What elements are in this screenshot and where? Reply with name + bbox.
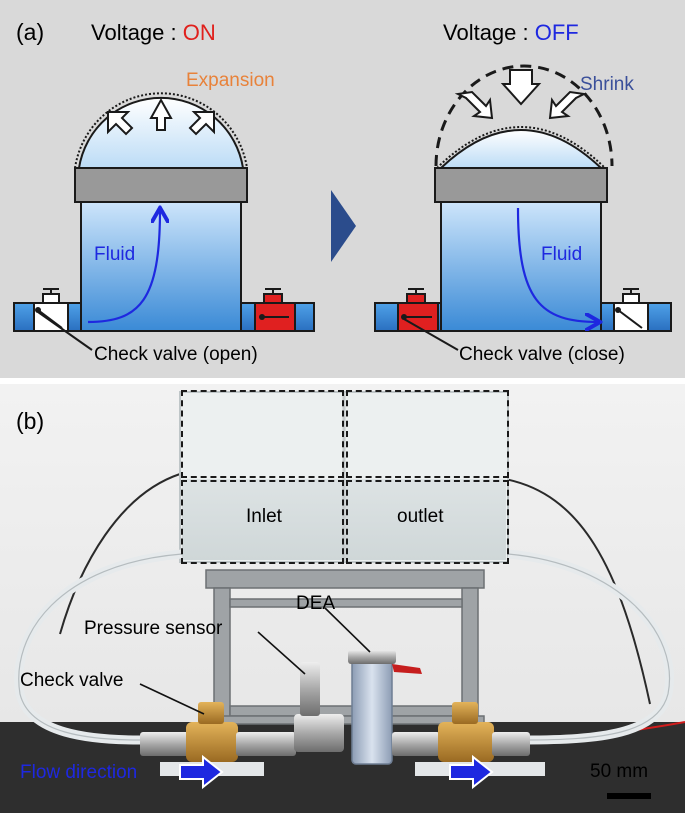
left-fluid-arrow	[87, 210, 160, 324]
flow-arrow-left	[179, 754, 224, 790]
right-closed-valve	[397, 288, 439, 332]
flow-arrow-right	[449, 754, 494, 790]
fitting-mid-right	[392, 732, 440, 756]
panel-b-label: (b)	[16, 408, 45, 434]
leader-check-valve	[139, 683, 205, 715]
scale-label: 50 mm	[590, 761, 649, 782]
inlet-label: Inlet	[246, 506, 282, 527]
left-fluid-label: Fluid	[94, 244, 136, 265]
tube-left-edge	[18, 553, 183, 741]
tube-right-edge	[507, 553, 670, 741]
flow-direction-label: Flow direction	[20, 762, 138, 783]
black-wire-left	[59, 473, 181, 635]
expansion-label: Expansion	[186, 70, 275, 91]
leader-pressure-sensor	[257, 631, 306, 675]
outlet-label: outlet	[397, 506, 444, 527]
dea-device	[351, 655, 393, 765]
scale-bar	[607, 793, 651, 799]
tank-top-right-box	[346, 390, 509, 478]
right-dome	[438, 129, 604, 169]
fitting-mid-left	[236, 732, 296, 756]
shrink-arrows	[454, 69, 588, 120]
black-wire-right	[504, 478, 651, 705]
tank-top-left-box	[181, 390, 344, 478]
right-previous-outline	[434, 64, 614, 167]
shrink-label: Shrink	[580, 74, 634, 95]
right-check-valve	[438, 722, 494, 762]
inlet-box	[181, 480, 344, 564]
fitting-far-right	[492, 732, 530, 756]
left-valve-label: Check valve (open)	[94, 344, 258, 365]
right-fluid-label: Fluid	[541, 244, 583, 265]
left-cap	[74, 167, 248, 203]
right-valve-label: Check valve (close)	[459, 344, 625, 365]
expansion-arrows	[107, 97, 215, 136]
pressure-sensor	[300, 662, 320, 716]
right-cap	[434, 167, 608, 203]
leader-dea	[324, 607, 371, 653]
panel-b-photo: (b) Inlet outlet DEA Pressure sensor Che…	[0, 384, 685, 813]
check-valve-label: Check valve	[20, 670, 124, 691]
outlet-box	[346, 480, 509, 564]
right-dome-membrane	[436, 126, 606, 169]
right-open-valve	[613, 288, 649, 332]
right-cylinder	[440, 199, 602, 332]
fitting-far-left	[140, 732, 190, 756]
panel-a: (a) Voltage : ON Expansion Fluid Check v…	[0, 0, 685, 378]
transition-arrow	[331, 190, 356, 262]
dea-label: DEA	[296, 593, 336, 614]
right-fluid-arrow	[516, 207, 598, 322]
left-voltage-title: Voltage : ON	[91, 20, 216, 46]
left-check-valve	[186, 722, 238, 762]
pressure-sensor-body	[294, 714, 344, 752]
right-voltage-prefix: Voltage :	[443, 20, 535, 45]
left-dome-membrane	[74, 92, 248, 169]
left-open-valve	[33, 288, 69, 332]
pressure-sensor-label: Pressure sensor	[84, 618, 223, 639]
right-voltage-title: Voltage : OFF	[443, 20, 579, 46]
right-voltage-state: OFF	[534, 20, 579, 45]
panel-a-label: (a)	[16, 19, 45, 45]
panel-a-diagram	[13, 64, 672, 351]
left-closed-valve	[254, 288, 296, 332]
left-voltage-state: ON	[182, 20, 216, 45]
dea-electrode-clip	[392, 664, 422, 674]
left-voltage-prefix: Voltage :	[91, 20, 183, 45]
